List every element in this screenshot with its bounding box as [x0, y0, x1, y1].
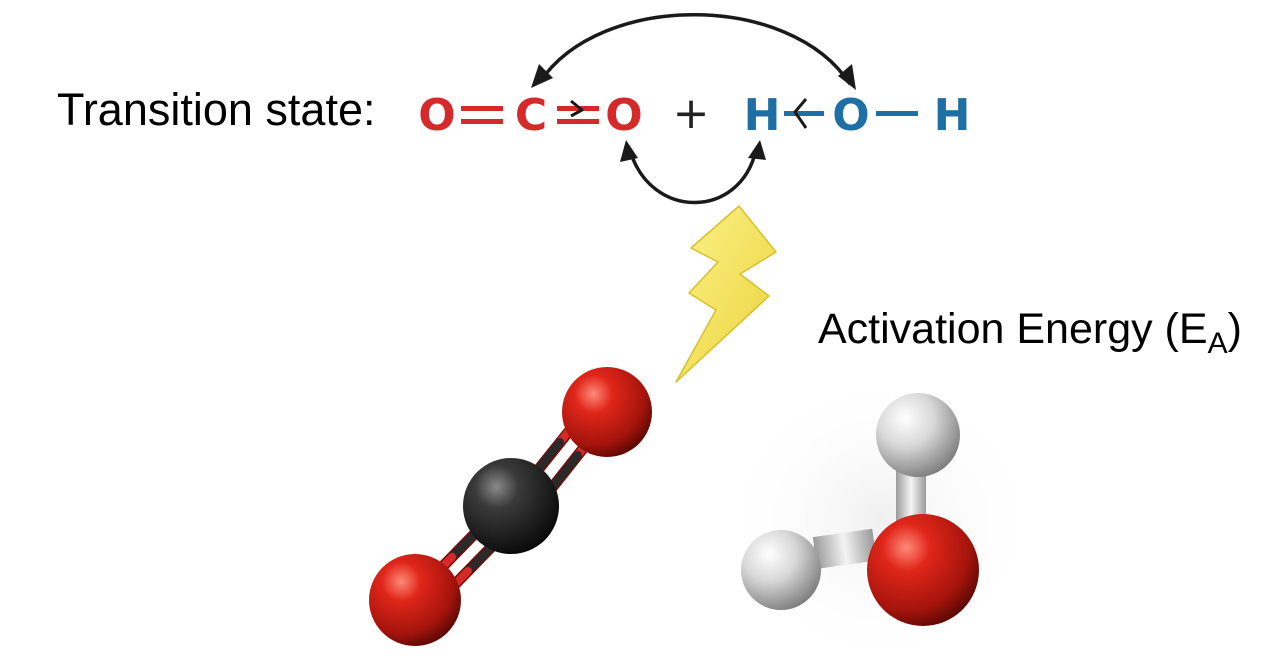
co2-oxygen-ball-bottom: [369, 554, 461, 646]
bottom-curved-arrow: [628, 149, 758, 205]
co2-molecule-model: [369, 367, 652, 646]
plus-sign: +: [673, 88, 710, 139]
h2o-formula: H O H: [744, 90, 971, 141]
bond-break-mark-co2: [570, 99, 584, 118]
h2o-hydrogen-ball-top: [876, 393, 960, 477]
activation-energy-subscript: A: [1208, 327, 1228, 360]
lightning-bolt-icon: [675, 205, 777, 383]
h2o-bond-right: [876, 111, 918, 116]
bottom-arrow-head-left: [620, 140, 638, 162]
h2o-molecule-model: [720, 370, 1040, 670]
top-arrow-head-left: [531, 64, 553, 88]
h2o-oxygen: O: [832, 90, 869, 141]
bottom-arrow-head-right: [748, 140, 766, 160]
co2-formula: O C O: [418, 90, 642, 141]
co2-double-bond-right: [557, 106, 599, 124]
co2-carbon-ball: [463, 458, 559, 554]
activation-energy-suffix: ): [1228, 305, 1242, 353]
activation-energy-label: Activation Energy (EA): [818, 305, 1242, 360]
top-arrow-head-right: [838, 64, 856, 90]
h2o-hydrogen-right: H: [934, 90, 971, 141]
activation-energy-prefix: Activation Energy (E: [818, 305, 1208, 353]
co2-oxygen-ball-top: [562, 367, 652, 457]
bond-break-mark-h2o: [793, 98, 808, 129]
co2-oxygen-left: O: [418, 90, 455, 141]
co2-oxygen-right: O: [605, 90, 642, 141]
h2o-hydrogen-left: H: [744, 90, 781, 141]
h2o-bond-left: [784, 111, 824, 116]
h2o-oxygen-ball: [867, 514, 979, 626]
h2o-hydrogen-ball-left: [741, 530, 821, 610]
transition-state-label: Transition state:: [57, 84, 375, 135]
co2-carbon: C: [515, 90, 547, 141]
top-curved-arrow: [538, 13, 852, 85]
co2-double-bond-left: [461, 106, 503, 124]
